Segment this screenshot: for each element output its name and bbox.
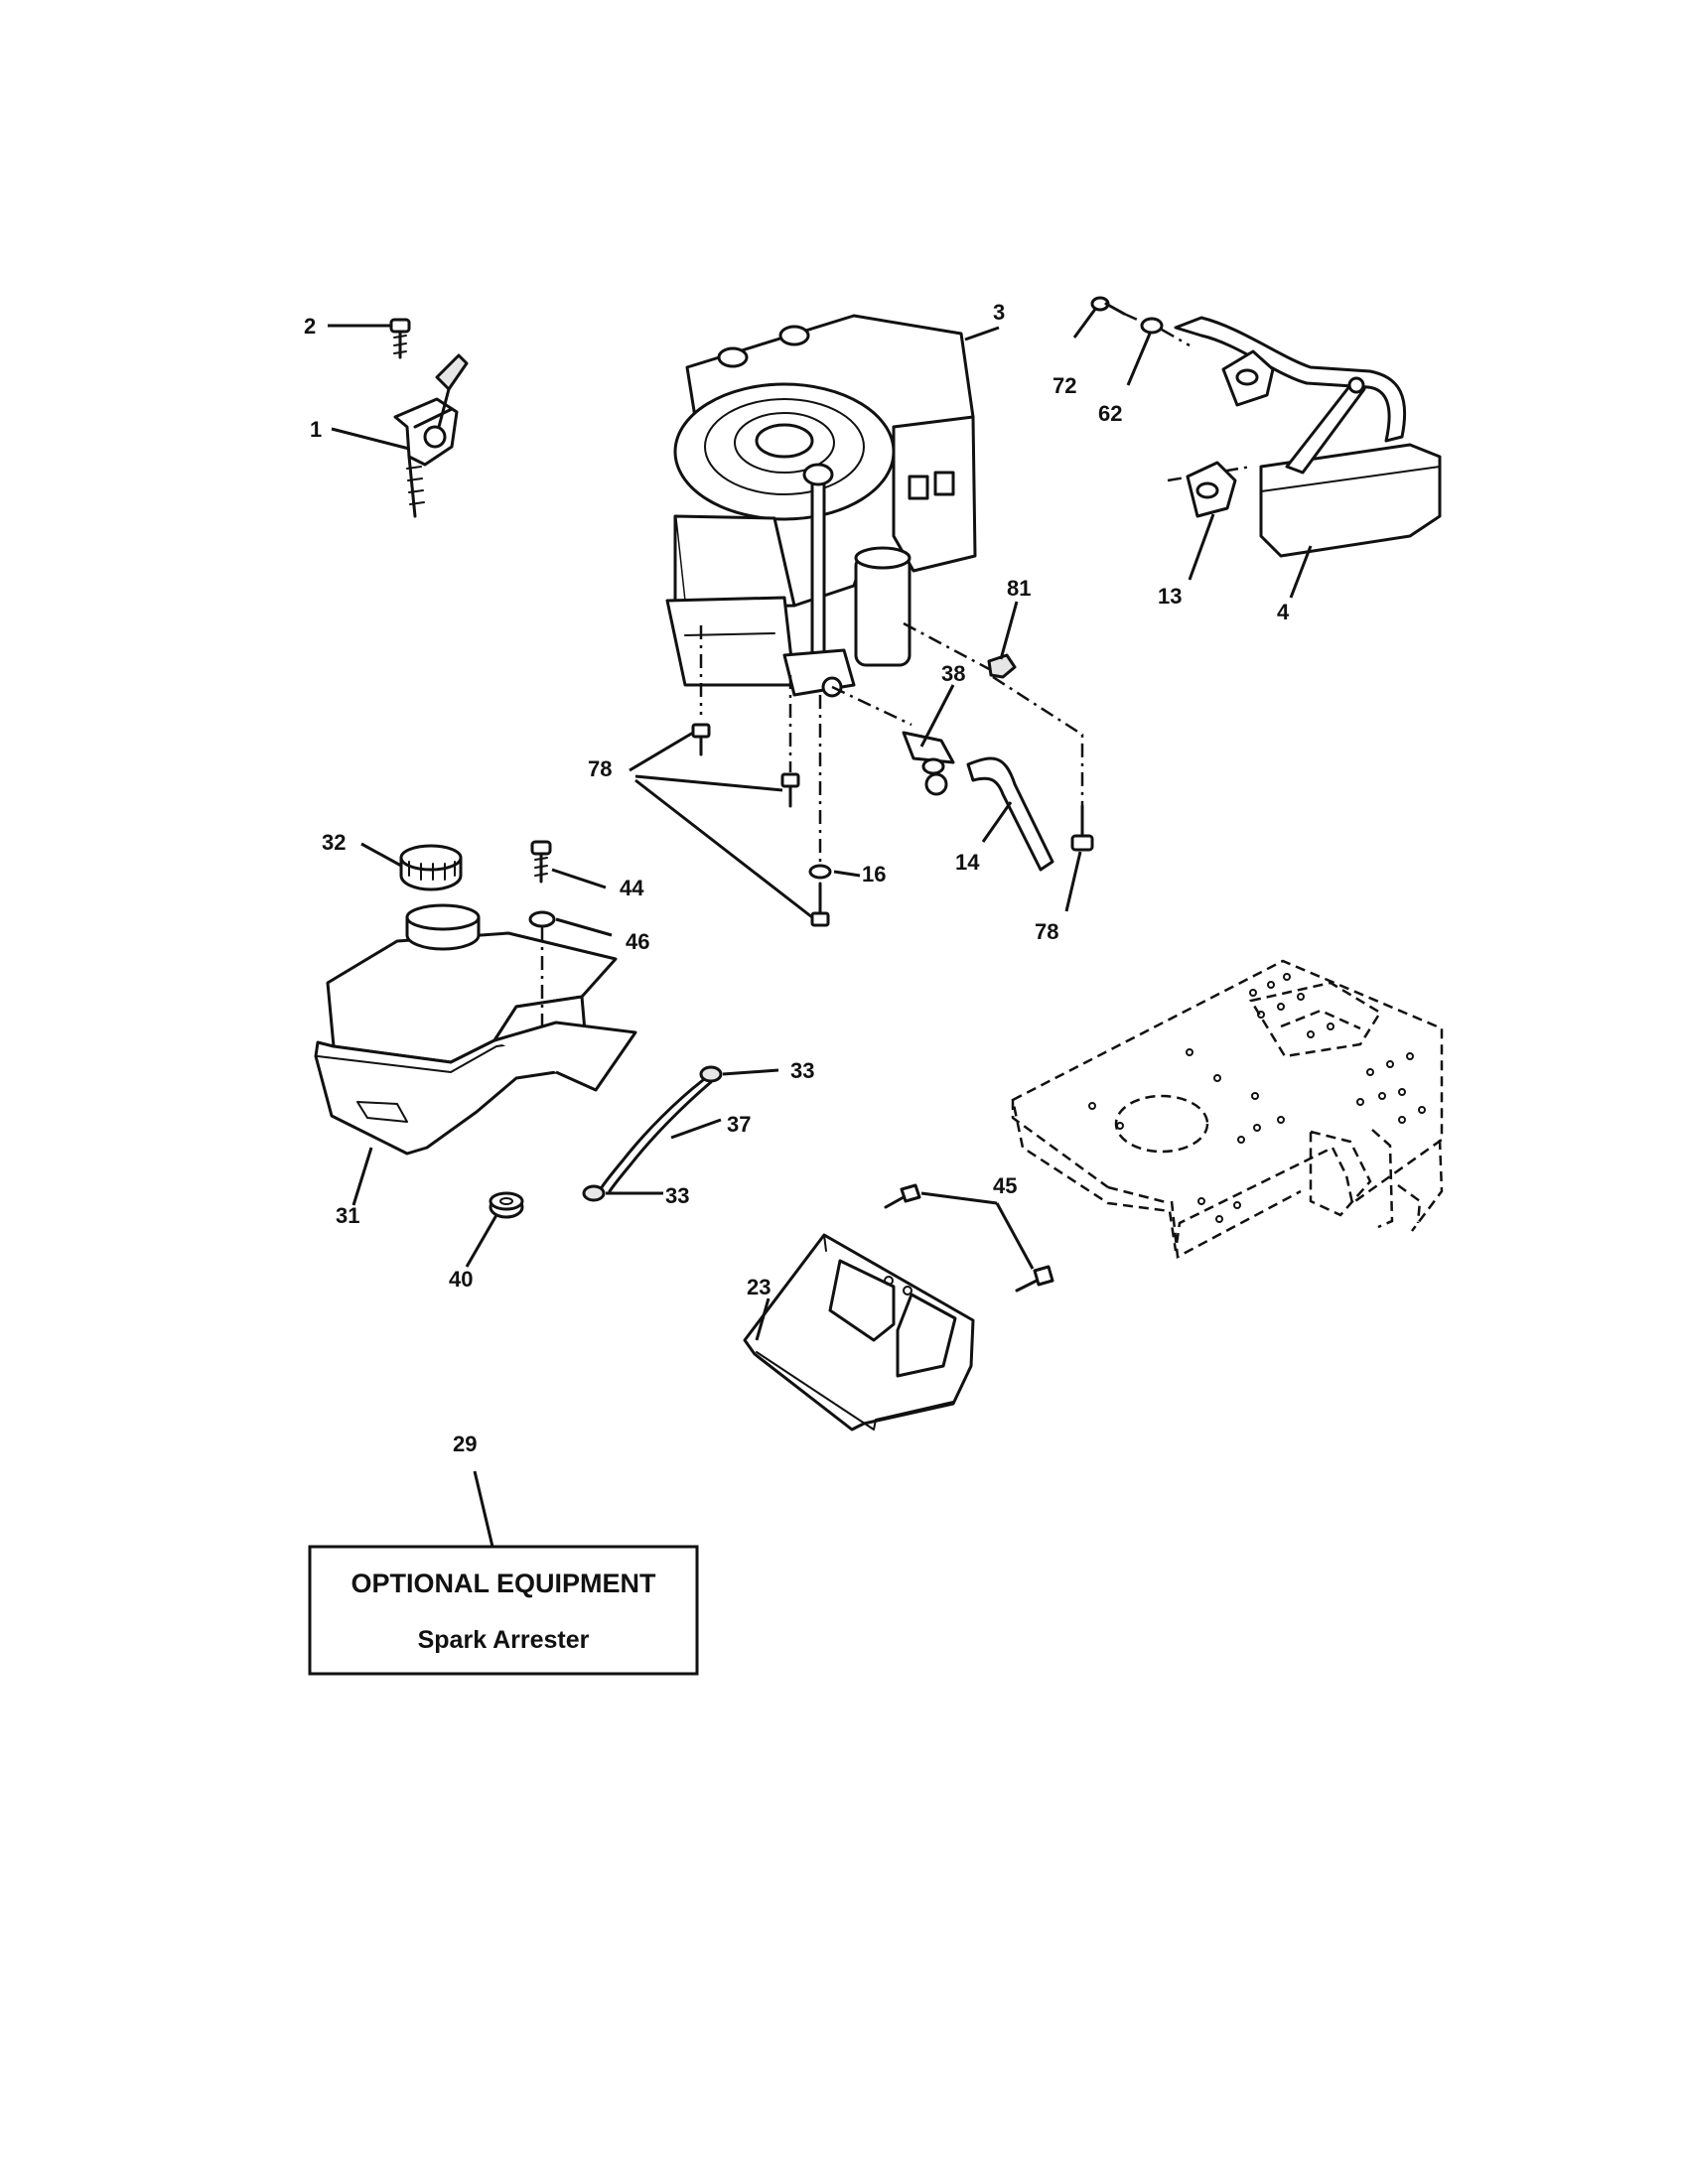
- screw-part-72: [1090, 296, 1126, 316]
- optional-equipment-box: OPTIONAL EQUIPMENT Spark Arrester: [308, 1545, 699, 1676]
- screw-part-44: [530, 840, 552, 884]
- callout-44: 44: [620, 876, 644, 900]
- callout-46: 46: [626, 929, 649, 954]
- leader-lines: [328, 307, 1313, 1548]
- callout-13: 13: [1158, 584, 1182, 609]
- heat-shield-part-23: [743, 1233, 975, 1432]
- callout-1: 1: [310, 417, 322, 442]
- callout-33-bottom: 33: [665, 1183, 689, 1208]
- callout-37: 37: [727, 1112, 751, 1137]
- callout-62: 62: [1098, 401, 1122, 426]
- fuel-cap-part-32: [399, 844, 463, 891]
- callout-2: 2: [304, 314, 316, 339]
- callout-32: 32: [322, 830, 346, 855]
- callout-40: 40: [449, 1267, 473, 1292]
- optional-equipment-title: OPTIONAL EQUIPMENT: [351, 1569, 656, 1598]
- callout-3: 3: [993, 300, 1005, 325]
- nut-part-81: [903, 621, 1017, 679]
- engine-bolts-part-78: [691, 625, 830, 927]
- chassis-frame-reference: [1011, 959, 1444, 1259]
- washer-part-16: [808, 864, 832, 880]
- fuel-tank-part-31: [314, 903, 637, 1156]
- callout-45: 45: [993, 1173, 1017, 1198]
- fuel-hose-part-14: [966, 756, 1054, 872]
- callout-23: 23: [747, 1275, 771, 1299]
- callout-29: 29: [453, 1432, 477, 1456]
- engine-part-3: [665, 314, 977, 698]
- bolt-part-78-right: [992, 675, 1094, 852]
- lockwasher-part-62: [1123, 312, 1191, 347]
- throttle-bracket-part-1: [393, 353, 469, 518]
- fuel-filter-part-38: [831, 685, 955, 796]
- callout-14: 14: [955, 850, 980, 875]
- muffler-part-4: [1174, 316, 1442, 558]
- fuel-line-part-37: [600, 1078, 713, 1193]
- callout-16: 16: [862, 862, 886, 887]
- callout-31: 31: [336, 1203, 359, 1228]
- callout-4: 4: [1277, 600, 1290, 624]
- washer-part-46: [528, 910, 556, 1032]
- callout-38: 38: [941, 661, 965, 686]
- optional-equipment-subtitle: Spark Arrester: [418, 1626, 590, 1654]
- gasket-part-13: [1167, 461, 1252, 518]
- callout-78-right: 78: [1035, 919, 1058, 944]
- callout-labels: 1 2 3 72 62 13 4 81 38 78 16 14 78 32 44…: [304, 300, 1290, 1456]
- callout-81: 81: [1007, 576, 1031, 601]
- screw-part-2: [389, 318, 411, 359]
- callout-72: 72: [1052, 373, 1076, 398]
- callout-33-top: 33: [790, 1058, 814, 1083]
- grommet-part-40: [489, 1191, 524, 1219]
- callout-78-left: 78: [588, 756, 612, 781]
- clamps-part-33: [582, 1065, 723, 1202]
- screws-part-45: [884, 1183, 1054, 1293]
